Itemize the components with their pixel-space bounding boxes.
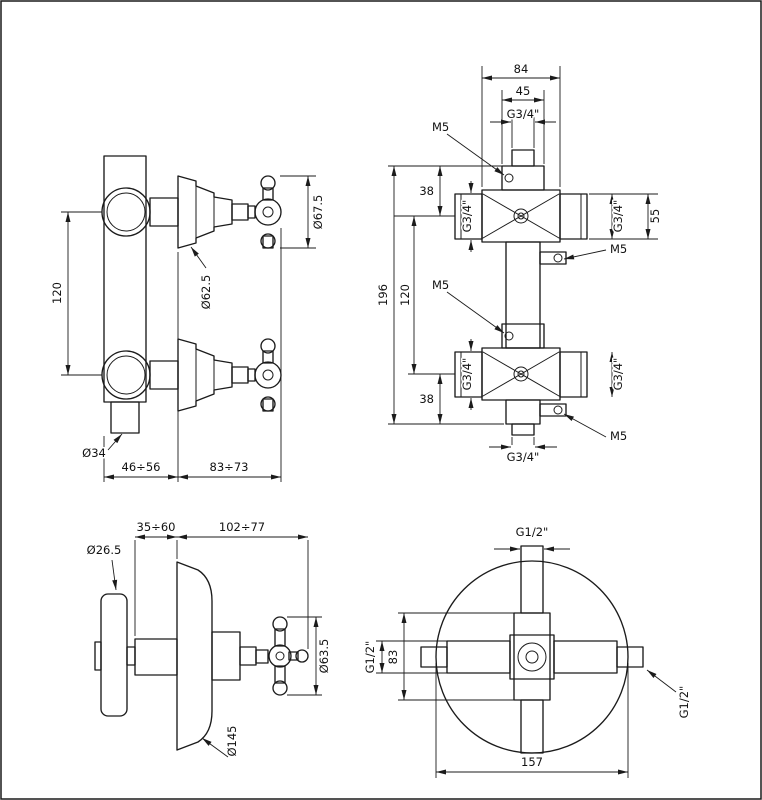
center-column <box>513 612 551 701</box>
dim-handle-diameter: Ø63.5 <box>317 639 331 674</box>
bottom-port <box>511 423 535 436</box>
wall-escutcheon-dome <box>176 561 213 751</box>
dim-wall-depth: 35÷60 <box>137 520 176 534</box>
lower-valve-body <box>101 350 151 400</box>
top-screw <box>504 173 514 183</box>
pipe-stub <box>110 401 140 434</box>
dim-total-height: 196 <box>376 284 390 306</box>
concealed-mixer-side-labels: 35÷60 102÷77 Ø26.5 Ø63.5 Ø145 <box>85 519 332 759</box>
top-connection <box>520 545 544 614</box>
concealed-mixer-side-geometry <box>94 561 309 751</box>
exposed-mixer-side-geometry <box>101 155 282 434</box>
dim-vertical-offset: 83 <box>386 650 400 665</box>
dim-wall-distance: 46÷56 <box>122 460 161 474</box>
mid-flange <box>501 323 545 349</box>
label-lower-left-thread: G3/4" <box>460 358 474 391</box>
concealed-mixer-side-dimensions <box>111 534 322 758</box>
upper-cross-handle-hub <box>254 198 282 226</box>
label-top-thread: G3/4" <box>507 107 540 121</box>
dim-escutcheon-diameter: Ø62.5 <box>199 275 213 310</box>
lower-right-screw <box>553 405 563 415</box>
label-mid-screw: M5 <box>432 278 449 292</box>
dim-escutcheon-diameter: Ø145 <box>225 725 239 756</box>
center-hub-block <box>509 634 555 680</box>
upper-valve-body <box>101 187 151 237</box>
label-upper-right-screw: M5 <box>610 242 627 256</box>
right-port-arm <box>553 640 618 674</box>
exposed-mixer-front-labels: 84 45 G3/4" M5 38 120 196 M5 38 G3/4" G3… <box>375 61 664 466</box>
top-flange <box>501 165 545 191</box>
side-handle-bar <box>100 593 128 717</box>
dim-escutcheon-width: 157 <box>521 755 543 769</box>
top-port <box>511 149 535 167</box>
dim-top-offset: 38 <box>419 184 434 198</box>
label-top-screw: M5 <box>432 120 449 134</box>
concealed-mixer-front-geometry <box>420 545 644 754</box>
dim-flange-width: 45 <box>516 84 531 98</box>
label-upper-right-thread: G3/4" <box>611 200 625 233</box>
cross-handle-hub <box>268 644 292 668</box>
concealed-mixer-front-labels: G1/2" 83 G1/2" G1/2" 157 <box>362 524 693 771</box>
lower-cross-handle-hub <box>254 361 282 389</box>
upper-right-screw <box>553 253 563 263</box>
label-left-thread: G1/2" <box>363 641 377 674</box>
exposed-mixer-side-labels: Ø67.5 Ø62.5 120 Ø34 46÷56 83÷73 <box>49 193 327 475</box>
bottom-connection <box>520 699 544 754</box>
label-top-thread: G1/2" <box>516 525 549 539</box>
upper-handle-escutcheon <box>177 175 233 249</box>
label-upper-left-thread: G3/4" <box>460 200 474 233</box>
cartridge-housing <box>211 631 241 681</box>
dim-handle-diameter: Ø67.5 <box>311 195 325 230</box>
label-lower-right-thread: G3/4" <box>611 358 625 391</box>
label-right-thread: G1/2" <box>677 686 691 719</box>
dim-bottom-offset: 38 <box>419 392 434 406</box>
dim-center-distance: 120 <box>50 282 64 304</box>
label-lower-right-screw: M5 <box>610 429 627 443</box>
concealed-mixer-front-dimensions <box>376 546 677 778</box>
label-bottom-thread: G3/4" <box>507 450 540 464</box>
left-port-arm <box>446 640 511 674</box>
dim-stem-diameter: Ø26.5 <box>87 543 122 557</box>
dim-body-width: 84 <box>514 62 529 76</box>
round-escutcheon <box>435 560 629 754</box>
dim-pipe-diameter: Ø34 <box>82 446 106 460</box>
exposed-mixer-front-geometry <box>454 149 588 436</box>
dim-port-height: 55 <box>648 209 662 224</box>
exposed-mixer-side-dimensions <box>61 175 316 482</box>
dim-port-center-distance: 120 <box>398 284 412 306</box>
lower-handle-escutcheon <box>177 338 233 412</box>
dim-projection: 102÷77 <box>219 520 265 534</box>
exposed-mixer-front-dimensions <box>388 66 658 450</box>
mid-screw <box>504 331 514 341</box>
in-wall-body <box>134 638 178 676</box>
dim-handle-distance: 83÷73 <box>210 460 249 474</box>
